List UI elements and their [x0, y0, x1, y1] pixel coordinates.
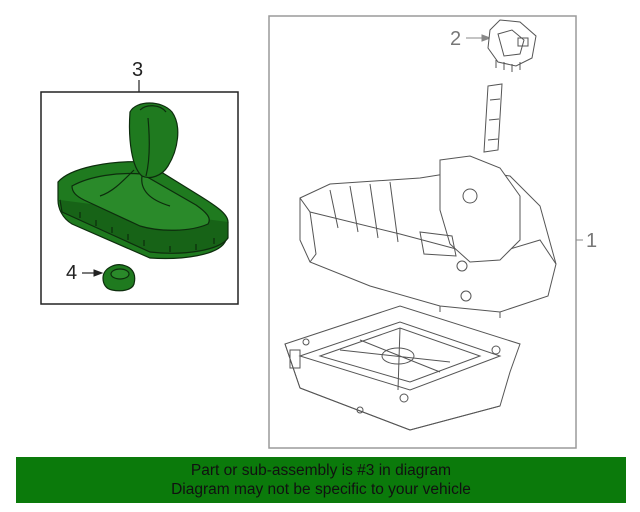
arrow-2: [466, 34, 492, 42]
banner-line-1: Part or sub-assembly is #3 in diagram: [190, 462, 452, 479]
parts-diagram: [40, 15, 583, 449]
callout-4: 4: [66, 262, 78, 284]
callout-2: 2: [450, 28, 462, 50]
assembly-frame: [268, 15, 577, 449]
shift-boot-and-knob: [57, 102, 229, 260]
callout-3: 3: [132, 59, 144, 81]
control-module: [487, 19, 537, 72]
disclaimer-banner: Part or sub-assembly is #3 in diagram Di…: [16, 457, 626, 503]
banner-line-2: Diagram may not be specific to your vehi…: [171, 481, 471, 498]
cap-piece: [102, 264, 136, 292]
arrow-4: [82, 269, 104, 277]
callout-1: 1: [586, 230, 598, 252]
shifter-assembly: [284, 83, 557, 431]
